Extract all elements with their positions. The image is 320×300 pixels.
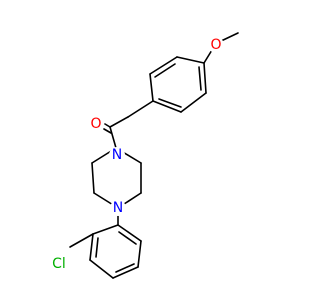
piperazine-nitrogen-bottom-bg <box>110 200 126 216</box>
methoxy-oxygen-label: O <box>210 37 221 53</box>
chlorine-bg <box>47 255 72 273</box>
bond-ring2-b <box>89 233 94 261</box>
carbonyl-oxygen-bg <box>88 116 104 132</box>
bond-ring1-f <box>203 62 207 94</box>
bond-ring1-d <box>152 100 182 113</box>
bond-ring1-inner-b <box>158 98 182 108</box>
methoxy-oxygen: O <box>208 37 224 53</box>
bond-ring2-d <box>112 266 139 279</box>
bond-ring1-ch2 <box>127 100 154 118</box>
piperazine-nitrogen-top: N <box>109 147 125 163</box>
bond-ring2-a <box>92 224 119 235</box>
bond-ring2-c <box>89 259 114 279</box>
carbonyl-oxygen-label: O <box>90 116 101 132</box>
bond-o-aryl <box>203 49 213 64</box>
piperazine-nitrogen-bottom: N <box>110 200 126 216</box>
bond-carbonyl-double-a <box>104 123 111 128</box>
bond-ring1-e <box>180 92 207 113</box>
atom-layer: O O N N Cl <box>47 37 224 273</box>
bond-layer <box>69 32 239 279</box>
piperazine-nitrogen-top-label: N <box>112 147 122 163</box>
bond-carbonyl-double-b <box>103 128 112 134</box>
carbonyl-oxygen: O <box>88 116 104 132</box>
bond-carbonyl-n <box>109 126 117 149</box>
piperazine-nitrogen-bottom-label: N <box>113 200 123 216</box>
bond-ring1-inner-c <box>198 66 202 91</box>
bond-ring2-cl <box>69 233 94 248</box>
bond-ring2-inner-a <box>95 237 99 258</box>
bond-ring2-inner-b <box>115 263 135 273</box>
bond-ring2-e <box>137 240 142 268</box>
bond-ch2-ch2 <box>109 116 129 128</box>
bond-ring1-inner-a <box>154 63 176 78</box>
bond-ring1-b <box>149 56 178 75</box>
bond-ring1-a <box>176 56 205 64</box>
piperazine-nitrogen-top-bg <box>109 147 125 163</box>
bond-ring1-c <box>149 73 154 102</box>
molecule-diagram: O O N N Cl <box>47 32 239 279</box>
bond-ring2-f <box>117 224 142 242</box>
chlorine-label: Cl <box>52 256 66 272</box>
bond-pip-b <box>91 162 95 194</box>
bond-ring2-inner-c <box>118 231 137 245</box>
chlorine-atom: Cl <box>47 255 72 273</box>
methoxy-oxygen-bg <box>208 37 224 53</box>
